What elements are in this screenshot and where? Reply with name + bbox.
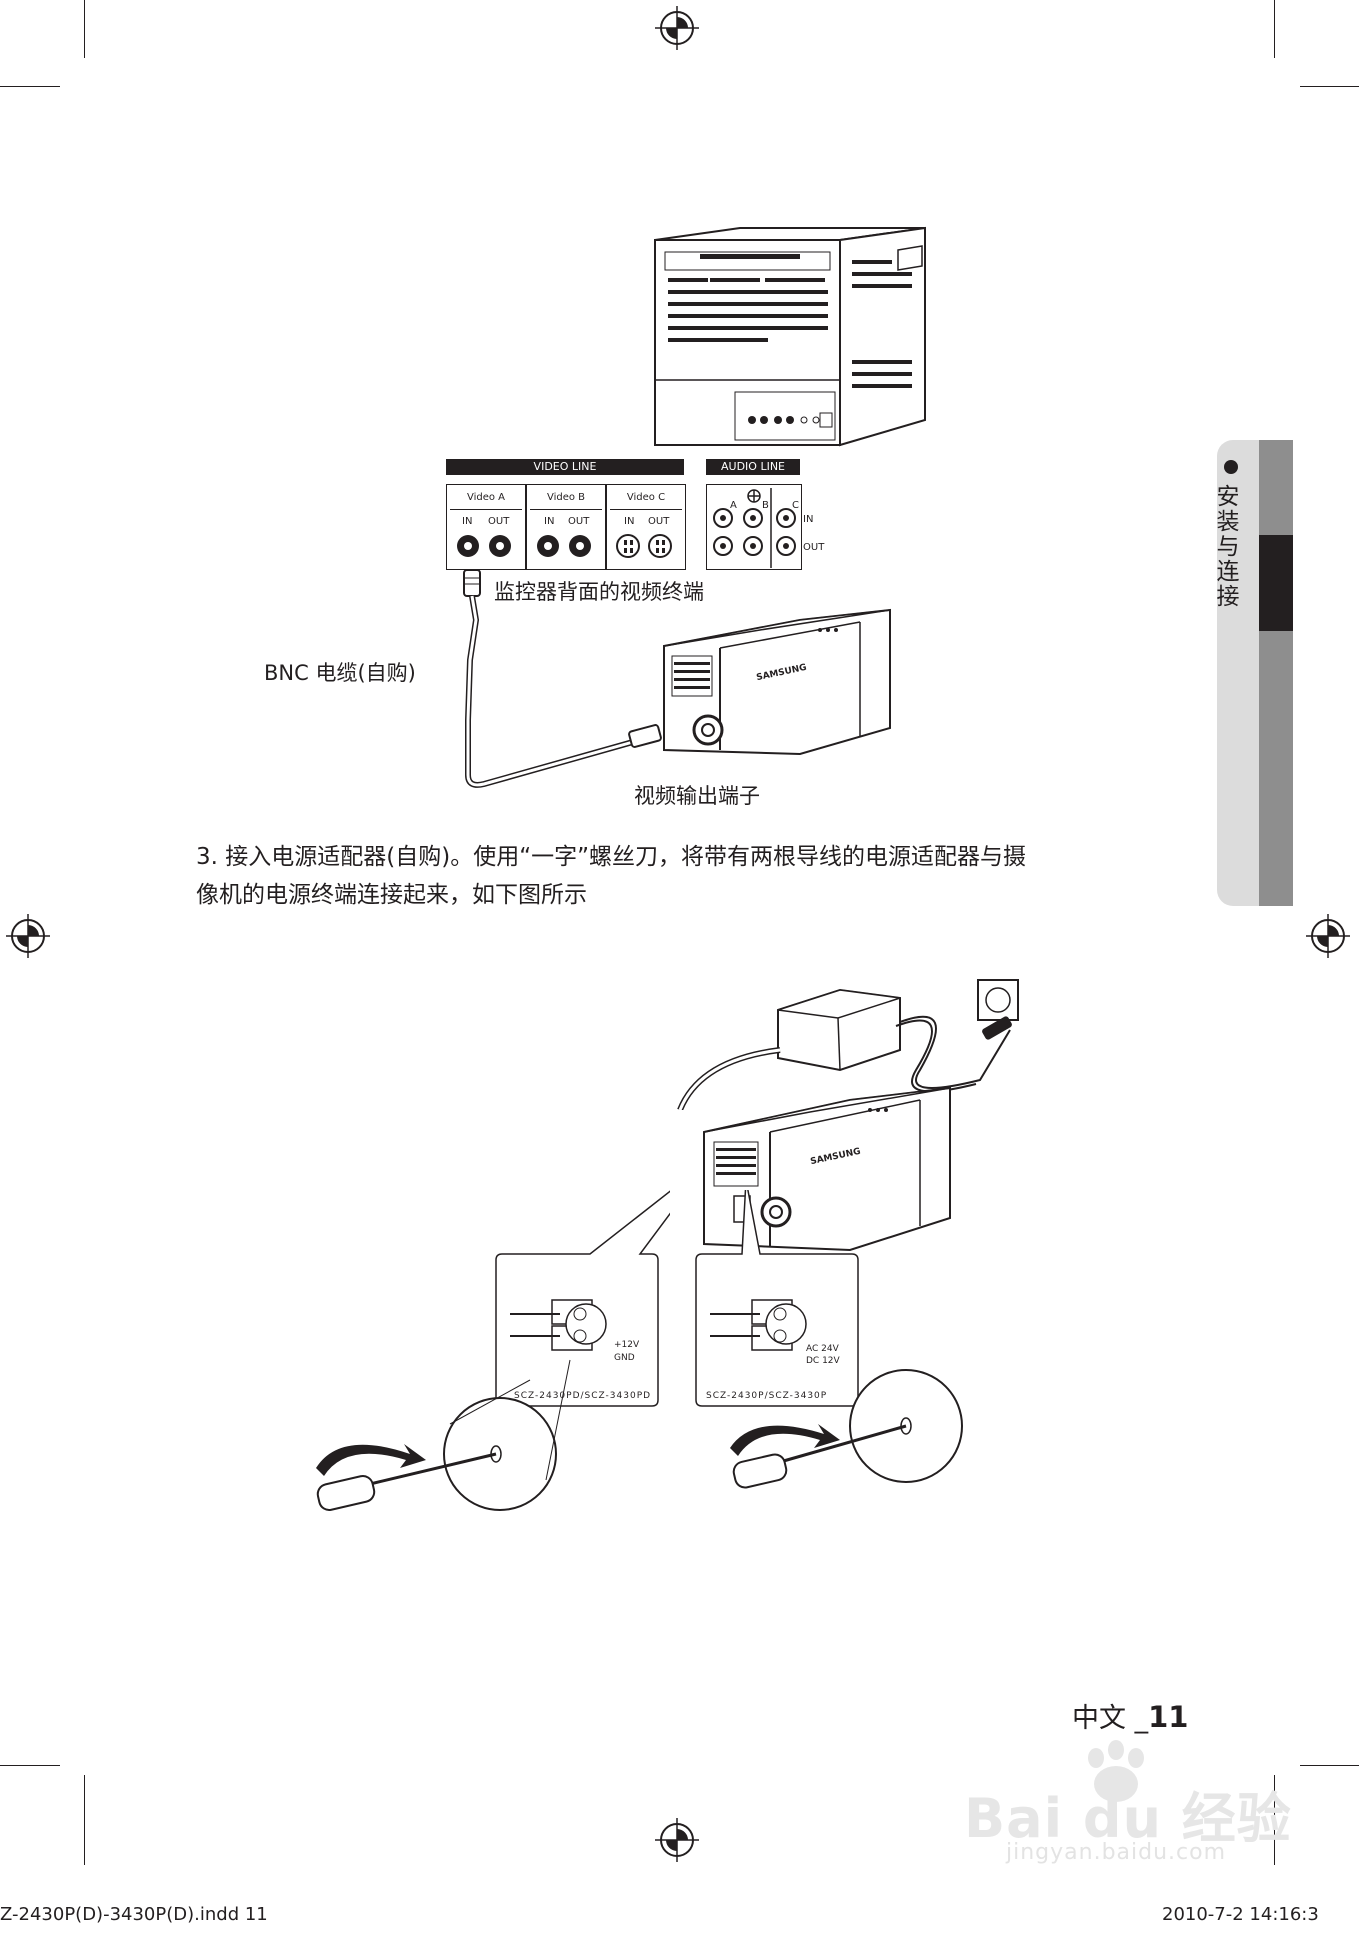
registration-mark-icon [655, 6, 699, 50]
page-lang: 中文 _ [1072, 1703, 1149, 1734]
footer-datetime: 2010-7-2 14:16:3 [1162, 1904, 1319, 1925]
video-channel-box [606, 484, 686, 570]
terminal-plus12v-label: +12V [614, 1340, 640, 1350]
jack-in-label: IN [624, 516, 635, 527]
registration-mark-icon [655, 1818, 699, 1862]
audio-in-label: IN [803, 514, 814, 525]
registration-mark-icon [6, 914, 50, 958]
crop-mark [1274, 1775, 1275, 1865]
audio-channel-label: A [730, 500, 737, 511]
jack-in-label: IN [544, 516, 555, 527]
terminal-detail-right [695, 1190, 859, 1407]
bullet-icon [1224, 460, 1238, 474]
crop-mark [0, 86, 60, 87]
watermark-url: jingyan.baidu.com [1006, 1840, 1227, 1865]
crop-mark [0, 1765, 60, 1766]
crop-mark [1274, 0, 1275, 58]
jack-out-label: OUT [568, 516, 590, 527]
jack-out-label: OUT [648, 516, 670, 527]
crop-mark [84, 1775, 85, 1865]
audio-jacks-icon [713, 488, 796, 568]
footer-filename: Z-2430P(D)-3430P(D).indd 11 [0, 1904, 268, 1925]
video-channel-label: Video A [466, 492, 506, 503]
video-line-title: VIDEO LINE [446, 459, 684, 475]
watermark-main: Bai du 经验 [964, 1787, 1292, 1850]
monitor-back-caption: 监控器背面的视频终端 [494, 580, 704, 604]
crop-mark [1300, 1765, 1359, 1766]
screwdriver-left-illustration [316, 1359, 571, 1511]
audio-line-title: AUDIO LINE [706, 459, 800, 475]
side-tab-marker [1259, 535, 1293, 631]
screwdriver-right-illustration [730, 1369, 963, 1489]
audio-channel-label: B [762, 500, 769, 511]
audio-out-label: OUT [803, 542, 825, 553]
chapter-title: 安装与连接 [1212, 484, 1238, 609]
bnc-cable-illustration [463, 569, 662, 788]
video-channel-label: Video B [546, 492, 586, 503]
video-channel-label: Video C [626, 492, 666, 503]
jack-in-label: IN [462, 516, 473, 527]
model-label-right: SCZ-2430P/SCZ-3430P [706, 1391, 828, 1401]
terminal-ac24v-label: AC 24V [806, 1344, 839, 1354]
terminal-dc12v-label: DC 12V [806, 1356, 840, 1366]
bnc-cable-caption: BNC 电缆(自购) [264, 661, 416, 685]
chapter-side-tab [1217, 440, 1293, 906]
bnc-jacks-icon [457, 534, 672, 558]
jack-out-label: OUT [488, 516, 510, 527]
camera-illustration [703, 1086, 951, 1252]
audio-channel-label: C [792, 500, 799, 511]
monitor-illustration [654, 226, 926, 447]
video-channel-box [526, 484, 606, 570]
video-out-caption: 视频输出端子 [634, 784, 760, 808]
step3-line1: 3. 接入电源适配器(自购)。使用“一字”螺丝刀，将带有两根导线的电源适配器与摄 [196, 844, 1027, 870]
camera-illustration [663, 608, 891, 756]
terminal-detail-left [495, 1190, 670, 1407]
video-channel-box [446, 484, 526, 570]
crop-mark [84, 0, 85, 58]
terminal-gnd-label: GND [614, 1353, 635, 1363]
page-number: 中文 _11 [1072, 1696, 1188, 1735]
crop-mark [1300, 86, 1359, 87]
paw-logo-icon [1088, 1740, 1144, 1802]
step3-line2: 像机的电源终端连接起来，如下图所示 [196, 882, 587, 908]
power-adapter-illustration [677, 979, 1019, 1110]
page-num: 11 [1148, 1700, 1189, 1734]
audio-panel-box [706, 484, 802, 570]
registration-mark-icon [1306, 914, 1350, 958]
side-tab-bar [1259, 440, 1293, 906]
model-label-left: SCZ-2430PD/SCZ-3430PD [514, 1391, 652, 1401]
